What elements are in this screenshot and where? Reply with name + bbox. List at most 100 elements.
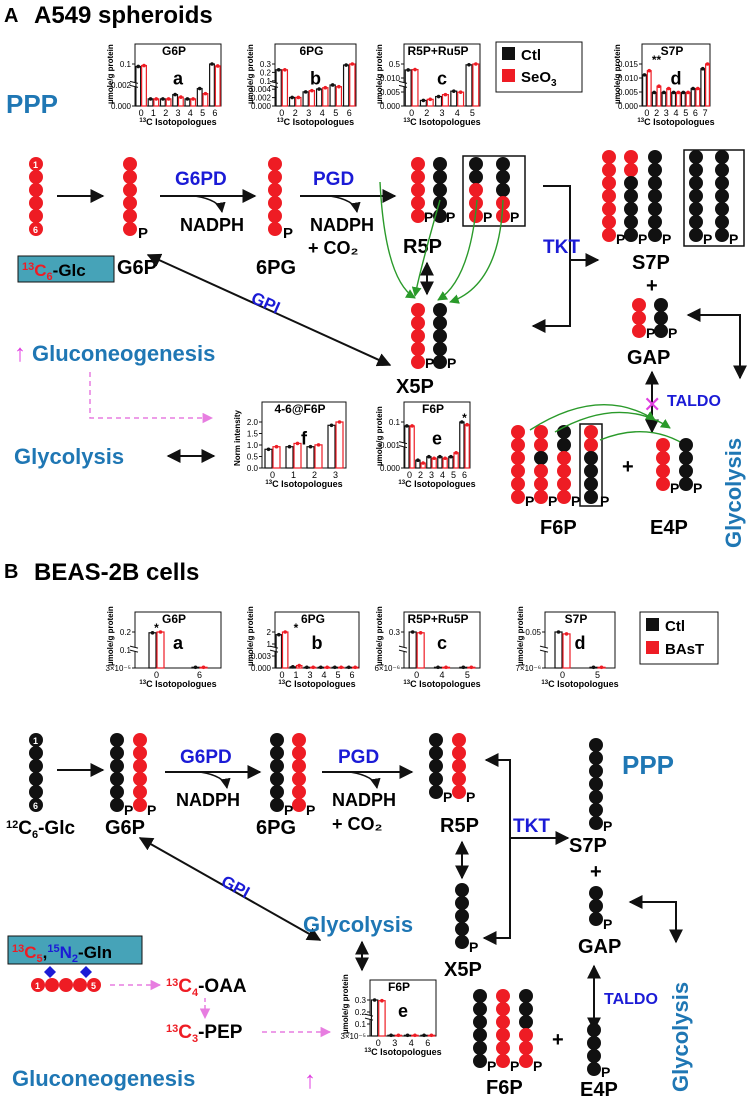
chart-ytick-label: 0.1: [355, 1020, 367, 1029]
chart-ytick-label: 0.001: [380, 441, 401, 450]
chart-xtick-label: 6: [212, 108, 217, 118]
panel-a-title: A549 spheroids: [34, 2, 213, 29]
svg-text:P: P: [510, 209, 519, 225]
chart-xtick-label: 0: [409, 108, 414, 118]
chart-xtick-label: 0: [270, 470, 275, 480]
svg-text:P: P: [670, 480, 679, 496]
chart-bar: [214, 65, 221, 107]
chart-point: [353, 665, 357, 670]
chart-panel-letter: f: [301, 429, 308, 449]
chart-axis-break-mark: [539, 649, 549, 653]
chart-panel-letter: d: [575, 633, 586, 653]
chart-xtick-label: 4: [321, 670, 326, 680]
chart-point: [303, 90, 308, 94]
6pg-label-b: 6PG: [256, 817, 296, 839]
chart-point: [266, 447, 271, 452]
chart-point: [179, 95, 183, 99]
enzyme-g6pd-a: G6PD: [175, 169, 227, 190]
chart-ytick-label: 3×10⁻⁵: [340, 1032, 366, 1041]
chart-xtick-label: 4: [320, 108, 325, 118]
glycolysis-label-a-left: Glycolysis: [14, 444, 124, 469]
svg-text:1: 1: [35, 981, 40, 991]
chart-frame: [544, 611, 616, 669]
panel-b-letter: B: [4, 561, 18, 583]
chart-xtick-label: 7: [703, 108, 708, 118]
chart-xtick-label: 4: [439, 670, 444, 680]
chart-ylabel: µmole/g protein: [375, 44, 384, 104]
chart-ytick-label: 0.1: [120, 646, 132, 655]
chart-xlabel: 13C Isotopologues: [265, 479, 342, 489]
chart-title: S7P: [565, 612, 588, 626]
chart-title: 6PG: [299, 44, 323, 58]
gap-label-a: GAP: [627, 347, 670, 369]
chart-point: [191, 97, 195, 101]
chart-point: [380, 998, 384, 1003]
chart-point: [197, 86, 202, 91]
chart-point: [274, 444, 279, 449]
chart-title: F6P: [388, 980, 410, 994]
svg-text:P: P: [571, 493, 580, 509]
chart-bar: [666, 87, 672, 107]
chart-ytick-label: 0.005: [618, 88, 639, 97]
plus-b-2: +: [552, 1029, 564, 1051]
chart-ytick-label: 1: [267, 640, 272, 649]
ppp-label-b: PPP: [622, 750, 674, 780]
chart-point: [333, 665, 337, 670]
chart-point: [436, 665, 440, 670]
chart-bar: [327, 424, 336, 469]
chart-frame: [369, 979, 437, 1037]
chart-point: [330, 83, 335, 87]
chart-frame: [274, 43, 357, 107]
chart-point: [148, 97, 153, 101]
svg-text:13C6-Glc: 13C6-Glc: [22, 261, 86, 283]
chart-point: [410, 424, 414, 428]
chart-bar: [141, 64, 147, 107]
chart-significance: **: [652, 53, 662, 67]
panel-a-letter: A: [4, 5, 18, 27]
chart-point: [422, 1033, 426, 1038]
legend-a: Ctl SeO3: [495, 41, 583, 93]
chart-ytick-label: 0.000: [111, 102, 132, 111]
chart-bar: [196, 87, 203, 107]
svg-text:P: P: [443, 789, 452, 805]
chart-xtick-label: 3: [306, 108, 311, 118]
chart-xtick-label: 5: [465, 670, 470, 680]
chart-point: [686, 90, 690, 95]
svg-text:P: P: [703, 231, 712, 247]
chart-axis-break: [400, 82, 408, 87]
chart-panel-letter: c: [437, 633, 447, 653]
6pg-molecule-b: P P: [270, 733, 315, 818]
chart-point: [297, 663, 301, 668]
chart-point: [291, 665, 295, 669]
chart-bar: [651, 91, 657, 107]
enzyme-pgd-b: PGD: [338, 747, 379, 768]
r5p-label-b: R5P: [440, 815, 479, 837]
chart-point: [705, 62, 710, 66]
chart-panel-letter: e: [432, 429, 442, 449]
chart-xtick-label: 0: [279, 670, 284, 680]
chart-xtick-label: 2: [163, 108, 168, 118]
chart-point: [469, 665, 474, 670]
svg-text:P: P: [424, 209, 433, 225]
chart-bar: [465, 64, 473, 107]
chart-point: [436, 94, 441, 99]
chart-ytick-label: 0.3: [260, 60, 272, 69]
chart-xlabel: 13C Isotopologues: [139, 679, 216, 689]
chart-bar: [315, 88, 323, 107]
chart-axis-break-mark: [269, 80, 279, 84]
chart-ytick-label: 0.004: [251, 85, 272, 94]
chart-point: [316, 443, 321, 447]
gap-molecule-b: P: [589, 886, 612, 932]
chart-xtick-label: 3: [392, 1038, 397, 1048]
plus-b-1: +: [590, 861, 602, 883]
oaa-label: 13C4-OAA: [166, 976, 247, 999]
chart-ytick-label: 0.000: [618, 102, 639, 111]
svg-text:P: P: [668, 325, 677, 341]
chart-bar: [450, 90, 458, 107]
e4p-label-b: E4P: [580, 1079, 618, 1101]
chart-point: [449, 454, 453, 459]
chart-point: [329, 423, 334, 428]
chart-title: S7P: [661, 44, 684, 58]
